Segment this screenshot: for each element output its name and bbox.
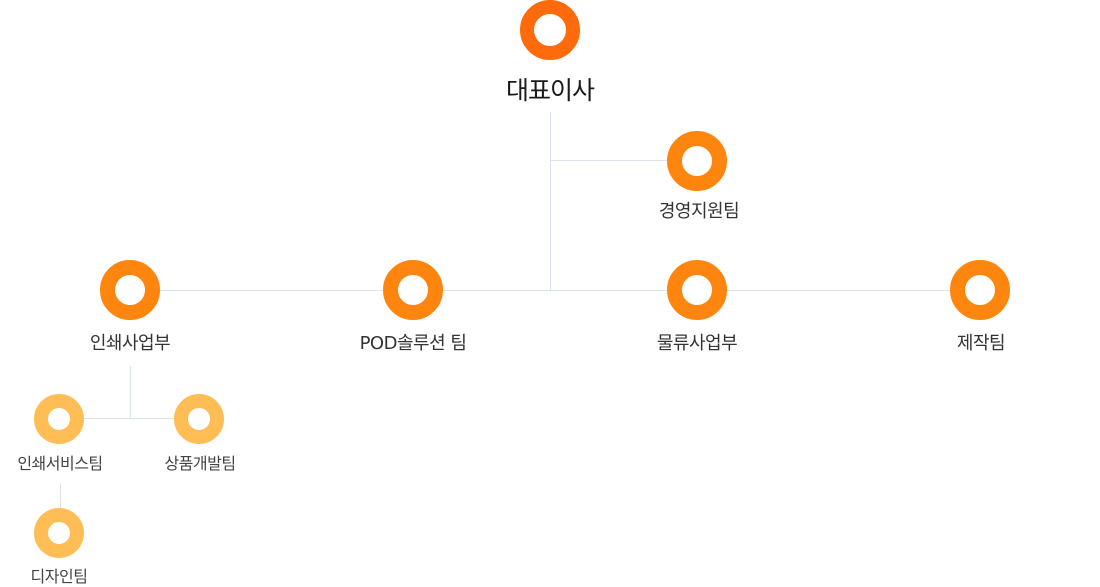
- connector-print-service-vertical: [60, 483, 61, 509]
- connector-print-teams: [84, 418, 174, 419]
- department-node-icon: [100, 260, 160, 320]
- department-label-pod-solution: POD솔루션 팀: [359, 333, 467, 354]
- department-label-print-division: 인쇄사업부: [89, 333, 171, 354]
- support-node-icon: [667, 131, 727, 191]
- support-label: 경영지원팀: [658, 201, 740, 222]
- connector-print-division-vertical: [130, 366, 131, 418]
- connector-departments: [160, 290, 950, 291]
- ceo-node-icon: [520, 0, 580, 60]
- team-node-icon: [34, 508, 84, 558]
- connector-support: [551, 160, 669, 161]
- team-label-product-dev: 상품개발팀: [164, 454, 236, 473]
- team-label-design: 디자인팀: [30, 567, 88, 586]
- department-label-production: 제작팀: [956, 333, 1006, 354]
- ceo-label: 대표이사: [505, 76, 595, 105]
- department-label-logistics: 물류사업부: [656, 333, 738, 354]
- department-node-icon: [950, 260, 1010, 320]
- department-node-icon: [383, 260, 443, 320]
- connector-ceo-vertical: [550, 112, 551, 290]
- team-label-print-service: 인쇄서비스팀: [17, 454, 103, 473]
- department-node-icon: [667, 260, 727, 320]
- team-node-icon: [174, 394, 224, 444]
- team-node-icon: [34, 394, 84, 444]
